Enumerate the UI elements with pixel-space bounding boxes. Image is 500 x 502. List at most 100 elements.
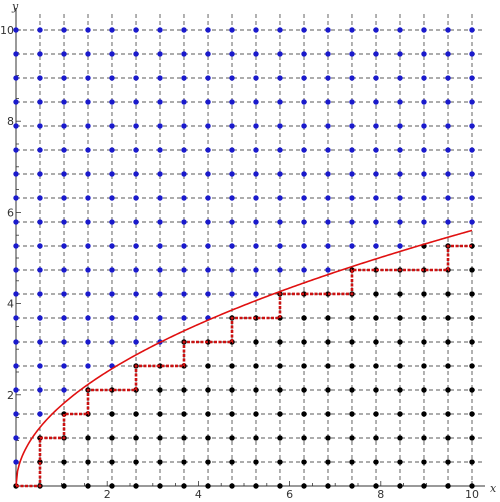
- lattice-point: [157, 411, 163, 417]
- lattice-point: [421, 363, 427, 369]
- lattice-point: [61, 147, 67, 153]
- lattice-point: [469, 99, 475, 105]
- lattice-point: [205, 435, 211, 441]
- lattice-point: [205, 291, 211, 297]
- lattice-point: [37, 291, 43, 297]
- lattice-point: [181, 195, 187, 201]
- lattice-point: [229, 459, 235, 465]
- lattice-point: [133, 291, 139, 297]
- lattice-point: [157, 363, 163, 369]
- lattice-point: [85, 291, 91, 297]
- lattice-point: [397, 387, 403, 393]
- lattice-point: [85, 75, 91, 81]
- lattice-point: [325, 243, 331, 249]
- lattice-point: [445, 51, 451, 57]
- lattice-point: [277, 435, 283, 441]
- x-tick-label: 8: [377, 488, 384, 501]
- lattice-point: [469, 27, 475, 33]
- lattice-point: [37, 387, 43, 393]
- lattice-point: [205, 123, 211, 129]
- lattice-point: [109, 267, 115, 273]
- lattice-point: [61, 243, 67, 249]
- lattice-point: [349, 27, 355, 33]
- lattice-point: [421, 339, 427, 345]
- lattice-point: [13, 411, 19, 417]
- lattice-point: [37, 411, 43, 417]
- lattice-point: [253, 291, 259, 297]
- lattice-point: [445, 291, 451, 297]
- lattice-point: [37, 267, 43, 273]
- lattice-point: [181, 219, 187, 225]
- lattice-point: [373, 459, 379, 465]
- lattice-point: [229, 195, 235, 201]
- lattice-point: [397, 339, 403, 345]
- lattice-point: [85, 51, 91, 57]
- lattice-point: [469, 315, 475, 321]
- lattice-point: [445, 219, 451, 225]
- lattice-point: [13, 339, 19, 345]
- lattice-point: [61, 195, 67, 201]
- lattice-point: [325, 147, 331, 153]
- lattice-point: [445, 435, 451, 441]
- curve-line: [15, 229, 473, 487]
- lattice-point: [349, 147, 355, 153]
- lattice-point: [325, 171, 331, 177]
- lattice-point: [85, 483, 91, 489]
- lattice-point: [277, 315, 283, 321]
- lattice-point: [205, 195, 211, 201]
- lattice-point: [253, 339, 259, 345]
- lattice-point: [61, 75, 67, 81]
- lattice-point: [373, 315, 379, 321]
- lattice-point: [397, 51, 403, 57]
- lattice-point: [469, 483, 475, 489]
- lattice-point: [325, 339, 331, 345]
- y-tick-label: 10: [0, 24, 14, 37]
- lattice-point: [133, 267, 139, 273]
- lattice-point: [13, 147, 19, 153]
- lattice-point: [157, 123, 163, 129]
- lattice-point: [253, 435, 259, 441]
- lattice-point: [421, 459, 427, 465]
- lattice-point: [205, 99, 211, 105]
- lattice-point: [205, 339, 211, 345]
- lattice-point: [181, 171, 187, 177]
- lattice-point: [325, 123, 331, 129]
- lattice-point: [205, 75, 211, 81]
- lattice-point: [229, 435, 235, 441]
- lattice-point: [445, 363, 451, 369]
- lattice-point: [205, 411, 211, 417]
- lattice-point: [157, 291, 163, 297]
- y-tick-label: 6: [7, 206, 14, 219]
- lattice-point: [325, 483, 331, 489]
- lattice-point: [85, 219, 91, 225]
- lattice-point: [301, 147, 307, 153]
- lattice-point: [397, 363, 403, 369]
- lattice-point: [469, 123, 475, 129]
- lattice-point: [85, 459, 91, 465]
- lattice-point: [205, 363, 211, 369]
- lattice-point: [373, 435, 379, 441]
- lattice-point: [229, 411, 235, 417]
- lattice-point: [181, 123, 187, 129]
- lattice-point: [277, 147, 283, 153]
- lattice-point: [229, 99, 235, 105]
- lattice-point: [133, 75, 139, 81]
- lattice-point: [349, 75, 355, 81]
- lattice-point: [37, 75, 43, 81]
- lattice-point: [181, 51, 187, 57]
- lattice-point: [445, 147, 451, 153]
- lattice-point: [277, 339, 283, 345]
- lattice-point: [421, 315, 427, 321]
- lattice-point: [85, 363, 91, 369]
- lattice-point: [133, 147, 139, 153]
- lattice-point: [37, 51, 43, 57]
- lattice-point: [469, 219, 475, 225]
- lattice-point: [13, 267, 19, 273]
- lattice-point: [85, 315, 91, 321]
- lattice-point: [373, 363, 379, 369]
- lattice-point: [469, 171, 475, 177]
- lattice-point: [181, 459, 187, 465]
- x-tick-label: 4: [195, 488, 202, 501]
- x-axis-label: x: [490, 482, 497, 495]
